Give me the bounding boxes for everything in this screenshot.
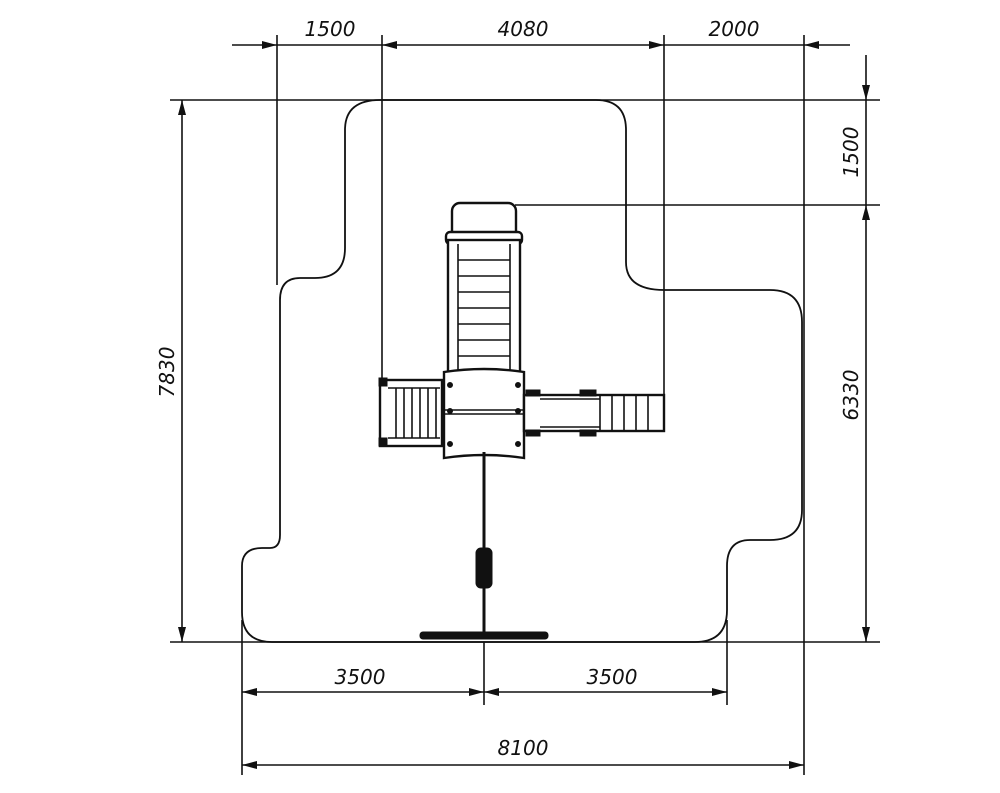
arrow [804, 41, 819, 49]
arrow [382, 41, 397, 49]
dim-label-bottom-right: 3500 [587, 665, 638, 689]
arrow [178, 627, 186, 642]
ladder [378, 377, 444, 448]
arrow [178, 100, 186, 115]
arrow [862, 85, 870, 100]
arrow [712, 688, 727, 696]
arrow [862, 627, 870, 642]
dim-label-top-left: 1500 [305, 17, 356, 41]
dim-label-top-right: 2000 [709, 17, 760, 41]
dim-label-top-middle: 4080 [498, 17, 549, 41]
arrow [262, 41, 277, 49]
arrow [469, 688, 484, 696]
dim-label-right-lower: 6330 [839, 370, 863, 421]
dim-label-bottom-left: 3500 [335, 665, 386, 689]
slide [444, 201, 524, 378]
arrow [242, 761, 257, 769]
arrow [242, 688, 257, 696]
arrow [862, 205, 870, 220]
dim-label-right-upper: 1500 [839, 127, 863, 178]
dim-label-left-total: 7830 [155, 347, 179, 398]
arrow [649, 41, 664, 49]
climbing-bridge [522, 389, 666, 437]
dim-label-bottom-total: 8100 [498, 736, 549, 760]
arrow [484, 688, 499, 696]
support-post-and-base [419, 452, 549, 640]
arrow [789, 761, 804, 769]
platform [442, 367, 526, 460]
